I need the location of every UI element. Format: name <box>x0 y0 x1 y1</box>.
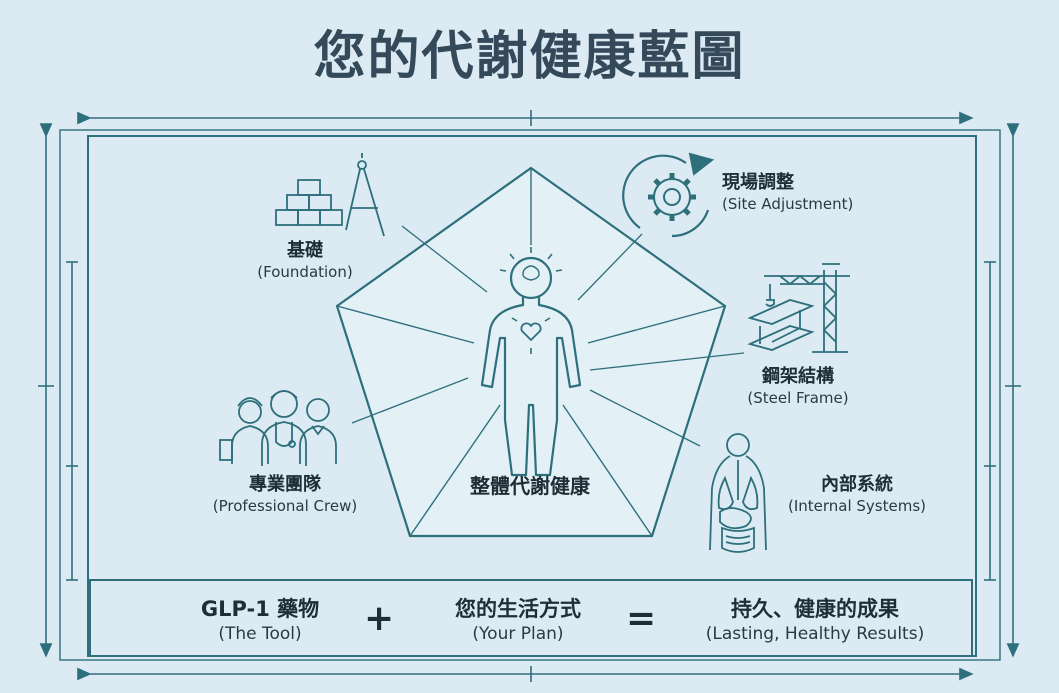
formula-result: 持久、健康的成果 (Lasting, Healthy Results) <box>680 596 950 645</box>
gear-arrow-icon <box>622 152 715 238</box>
node-internal-systems-en: (Internal Systems) <box>787 496 927 515</box>
node-professional-crew-label: 專業團隊 (Professional Crew) <box>190 474 380 515</box>
organs-icon <box>709 433 767 553</box>
formula-term-tool-zh: GLP-1 藥物 <box>200 597 320 621</box>
formula-term-plan: 您的生活方式 (Your Plan) <box>418 596 618 645</box>
formula-term-tool: GLP-1 藥物 (The Tool) <box>170 596 350 645</box>
node-site-adjustment-label: 現場調整 (Site Adjustment) <box>722 172 892 213</box>
formula-result-en: (Lasting, Healthy Results) <box>705 624 925 645</box>
node-steel-frame-label: 鋼架結構 (Steel Frame) <box>728 366 868 407</box>
node-internal-systems-label: 內部系統 (Internal Systems) <box>772 474 942 515</box>
medical-team-icon <box>219 390 337 466</box>
blueprint-blocks-compass-icon <box>275 153 385 237</box>
node-foundation-label: 基礎 (Foundation) <box>230 240 380 281</box>
node-professional-crew-zh: 專業團隊 <box>249 474 321 495</box>
plus-sign: + <box>364 598 395 639</box>
node-internal-systems-zh: 內部系統 <box>821 474 893 495</box>
formula-term-plan-en: (Your Plan) <box>472 624 564 645</box>
page-title: 您的代謝健康藍圖 <box>313 27 746 87</box>
node-professional-crew-en: (Professional Crew) <box>212 496 358 515</box>
node-steel-frame-zh: 鋼架結構 <box>762 366 834 387</box>
formula-result-zh: 持久、健康的成果 <box>731 597 899 621</box>
node-foundation-en: (Foundation) <box>257 262 353 281</box>
crane-beam-icon <box>747 263 850 353</box>
node-site-adjustment-en: (Site Adjustment) <box>722 194 854 213</box>
center-label: 整體代謝健康 <box>470 474 590 498</box>
equals-sign: = <box>626 598 657 639</box>
node-foundation-zh: 基礎 <box>287 240 323 261</box>
formula-term-tool-en: (The Tool) <box>218 624 302 645</box>
node-steel-frame-en: (Steel Frame) <box>747 388 849 407</box>
human-body-icon <box>480 247 582 477</box>
formula-term-plan-zh: 您的生活方式 <box>455 597 581 621</box>
node-site-adjustment-zh: 現場調整 <box>722 172 794 193</box>
